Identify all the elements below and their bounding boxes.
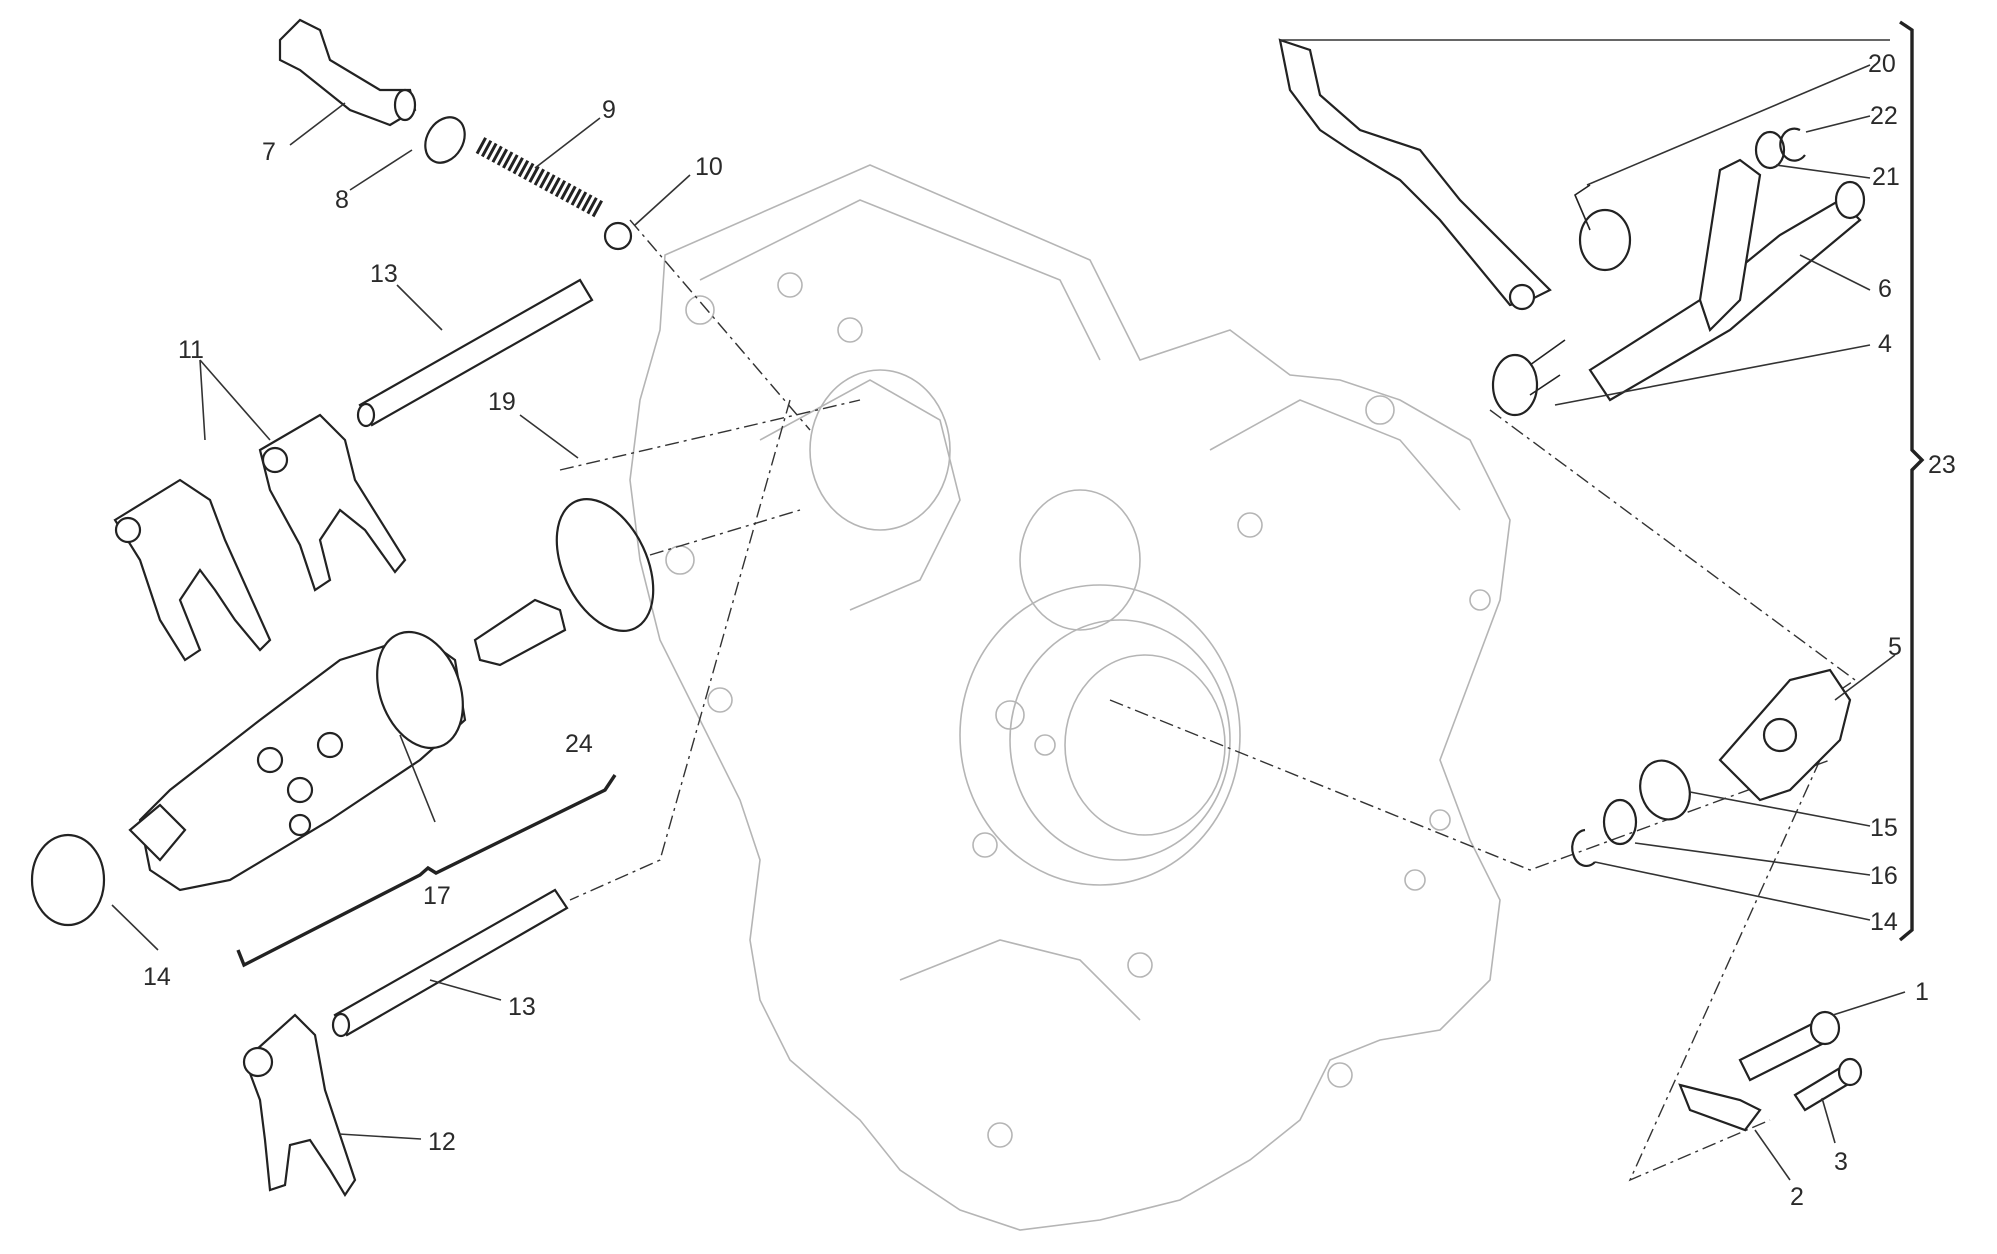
part-gearshift-shaft[interactable] — [1588, 158, 1866, 402]
callout-3: 3 — [1834, 1148, 1848, 1176]
callout-16: 15 — [1870, 814, 1898, 842]
part-seal-16[interactable] — [1632, 754, 1698, 827]
part-selector-fork-12[interactable] — [242, 1013, 357, 1198]
callout-5: 5 — [1888, 633, 1902, 661]
part-washer-21[interactable] — [1754, 130, 1786, 170]
brace-23 — [1898, 20, 1925, 942]
callout-18: 17 — [423, 882, 451, 910]
part-fork-rod-upper[interactable] — [356, 278, 594, 428]
callout-10: 10 — [695, 153, 723, 181]
callout-1: 1 — [1915, 978, 1929, 1006]
callout-2: 2 — [1790, 1183, 1804, 1211]
part-ratchet-plate-5[interactable] — [1718, 668, 1852, 802]
callout-13-lower: 13 — [508, 993, 536, 1021]
part-plug-screw[interactable] — [278, 18, 417, 127]
callout-15: 14 — [1870, 908, 1898, 936]
part-screw-3[interactable] — [1793, 1057, 1863, 1112]
part-fork-rod-lower[interactable] — [331, 888, 569, 1038]
brace-18 — [236, 774, 617, 968]
part-o-ring-14[interactable] — [30, 833, 106, 927]
callout-9: 9 — [602, 96, 616, 124]
callout-8: 8 — [335, 186, 349, 214]
callout-22: 22 — [1870, 102, 1898, 130]
part-selector-drum[interactable] — [128, 620, 478, 892]
callout-13-upper: 13 — [370, 260, 398, 288]
part-ball-10[interactable] — [603, 221, 633, 251]
callout-12: 12 — [428, 1128, 456, 1156]
callout-24: 24 — [565, 730, 593, 758]
crankcase-outline — [629, 164, 1511, 1231]
callout-11: 11 — [178, 336, 204, 364]
leader-lines — [111, 39, 1906, 1181]
part-pin-24[interactable] — [473, 598, 567, 667]
part-circlip-22[interactable] — [1779, 127, 1806, 162]
callout-labels: 7 8 9 10 13 11 19 24 17 14 13 12 20 22 2… — [143, 50, 1956, 1211]
callout-19: 19 — [488, 388, 516, 416]
callout-4: 4 — [1878, 330, 1892, 358]
callout-17: 16 — [1870, 862, 1898, 890]
part-o-ring-19[interactable] — [537, 484, 672, 646]
part-shift-lever[interactable] — [1278, 38, 1552, 311]
callout-21: 21 — [1872, 163, 1900, 191]
part-return-spring-4[interactable] — [1491, 339, 1566, 417]
callout-7: 7 — [262, 138, 276, 166]
part-washer-8[interactable] — [417, 110, 472, 170]
part-spring-9[interactable] — [475, 137, 605, 218]
part-spring-20[interactable] — [1574, 184, 1632, 272]
callout-6: 6 — [1878, 275, 1892, 303]
callout-14: 14 — [143, 963, 171, 991]
part-washer-17[interactable] — [1602, 798, 1638, 846]
part-selector-forks-11[interactable] — [113, 413, 407, 662]
part-plate-2[interactable] — [1678, 1083, 1762, 1132]
callout-20: 20 — [1868, 50, 1896, 78]
callout-23: 23 — [1928, 451, 1956, 479]
part-circlip-15[interactable] — [1571, 828, 1596, 867]
part-screw-1[interactable] — [1738, 1010, 1841, 1082]
